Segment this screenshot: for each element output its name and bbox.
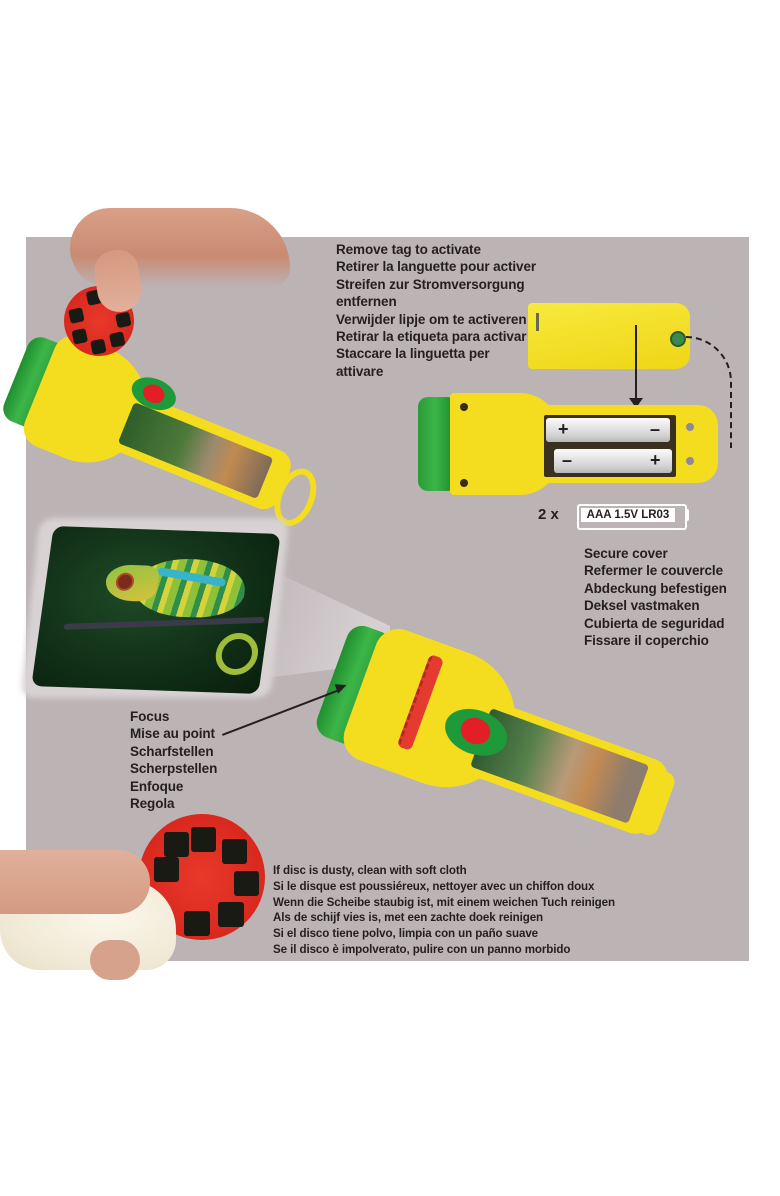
clean-disc-instructions: If disc is dusty, clean with soft cloth … xyxy=(273,863,615,958)
battery-cover xyxy=(528,303,690,369)
instruction-line: Se il disco è impolverato, pulire con un… xyxy=(273,942,571,956)
battery-bottom: – + xyxy=(554,449,672,473)
instruction-line: Focus xyxy=(130,709,170,724)
battery-quantity: 2 x xyxy=(538,506,559,523)
battery-nub xyxy=(685,509,689,521)
instruction-line: Retirer la languette pour activer xyxy=(336,259,537,275)
instruction-line: Si el disco tiene polvo, limpia con un p… xyxy=(273,927,539,941)
screw-icon xyxy=(460,479,468,487)
instruction-line: Cubierta de seguridad xyxy=(584,615,725,631)
instruction-line: Als de schijf vies is, met een zachte do… xyxy=(273,911,544,925)
instruction-line: Deksel vastmaken xyxy=(584,598,700,614)
instruction-line: Refermer le couvercle xyxy=(584,563,723,579)
remove-tag-instructions: Remove tag to activate Retirer la langue… xyxy=(336,241,536,380)
instruction-line: Verwijder lipje om te activeren xyxy=(336,311,527,327)
instruction-line: Streifen zur Stromversorgung xyxy=(336,276,525,292)
instruction-line: Abdeckung befestigen xyxy=(584,580,727,596)
branch xyxy=(63,616,265,630)
contact-icon xyxy=(686,423,694,431)
green-cap xyxy=(418,397,452,491)
instruction-line: Secure cover xyxy=(584,546,668,561)
instruction-line: Scherpstellen xyxy=(130,761,218,777)
instruction-line: Retirar la etiqueta para activar xyxy=(336,329,527,345)
instruction-line: Staccare la linguetta per xyxy=(336,346,490,362)
focus-instructions: Focus Mise au point Scharfstellen Scherp… xyxy=(130,708,217,812)
instruction-line: Enfoque xyxy=(130,778,184,794)
arrow-head-icon xyxy=(629,398,643,408)
instruction-line: Fissare il coperchio xyxy=(584,633,709,649)
screw-icon xyxy=(670,331,686,347)
secure-cover-instructions: Secure cover Refermer le couvercle Abdec… xyxy=(584,545,727,649)
battery-type-label: AAA 1.5V LR03 xyxy=(581,508,675,522)
hand-cleaning xyxy=(0,850,150,914)
screw-icon xyxy=(460,403,468,411)
instruction-line: If disc is dusty, clean with soft cloth xyxy=(273,864,467,877)
instruction-line: Scharfstellen xyxy=(130,743,214,759)
chameleon-tail xyxy=(213,632,261,676)
instruction-line: Wenn die Scheibe staubig ist, mit einem … xyxy=(273,895,615,909)
contact-icon xyxy=(686,457,694,465)
thumb xyxy=(90,940,140,980)
instruction-line: Regola xyxy=(130,796,175,812)
pull-tab xyxy=(536,313,539,331)
instruction-line: Mise au point xyxy=(130,726,215,742)
instruction-line: entfernen xyxy=(336,294,397,310)
battery-top: + – xyxy=(546,418,670,442)
flashlight-open-battery: + – – + xyxy=(418,393,728,495)
projected-chameleon-image xyxy=(31,526,281,694)
instruction-line: Si le disque est poussiéreux, nettoyer a… xyxy=(273,879,595,893)
arrow-down-icon xyxy=(635,325,637,403)
instruction-line: attivare xyxy=(336,363,384,379)
instruction-line: Remove tag to activate xyxy=(336,242,481,257)
